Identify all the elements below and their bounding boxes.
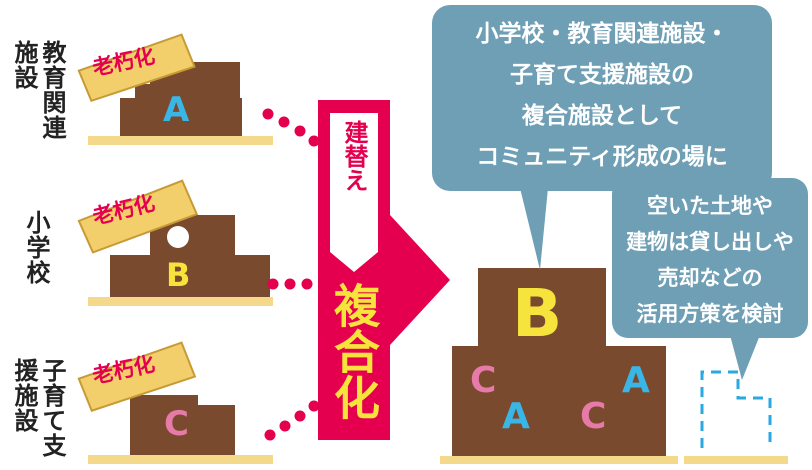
letter-a: A <box>163 90 190 130</box>
merge-arrow <box>318 100 450 440</box>
main-bubble-line-4: コミュニティ形成の場に <box>476 144 728 170</box>
facility-a-tag <box>77 33 196 103</box>
side-bubble <box>612 178 808 380</box>
merged-ground <box>440 456 678 464</box>
result-letter-c-left: C <box>470 360 497 401</box>
side-bubble-line-2: 建物は貸し出しや <box>626 230 794 254</box>
label-education-facility: 教育関連施設 <box>10 40 66 140</box>
main-bubble <box>432 5 772 270</box>
facility-c-tag <box>77 341 197 412</box>
label-childcare-facility: 子育て支援施設 <box>10 358 66 458</box>
label-elementary-school: 小学校 <box>22 210 50 285</box>
facility-b-building <box>88 215 273 306</box>
vacant-ground <box>684 456 788 464</box>
facility-c-ground <box>88 455 273 464</box>
connector-dots <box>262 108 320 441</box>
facility-a-building <box>88 62 273 145</box>
facility-c-building <box>88 395 273 464</box>
side-bubble-line-4: 活用方策を検討 <box>636 302 784 326</box>
result-letter-c-right: C <box>580 396 607 437</box>
vacant-lot <box>684 370 788 464</box>
facility-b-ground <box>88 297 273 306</box>
main-bubble-line-2: 子育て支援施設の <box>510 62 694 88</box>
side-bubble-line-1: 空いた土地や <box>647 194 773 218</box>
arrow-label-rebuild: 建替え <box>340 120 368 192</box>
result-letter-a-right: A <box>622 360 650 401</box>
letter-c: C <box>164 404 189 444</box>
facility-b-tag <box>77 179 199 254</box>
arrow-label-merge: 複合化 <box>327 282 381 420</box>
main-bubble-line-1: 小学校・教育関連施設・ <box>475 21 729 47</box>
main-bubble-text: 小学校・教育関連施設・ 子育て支援施設の 複合施設として コミュニティ形成の場に <box>436 14 768 178</box>
merged-building <box>440 268 678 464</box>
side-bubble-text: 空いた土地や 建物は貸し出しや 売却などの 活用方策を検討 <box>614 188 806 332</box>
letter-b: B <box>166 256 191 294</box>
side-bubble-line-3: 売却などの <box>657 266 763 290</box>
result-letter-a-mid: A <box>502 396 530 437</box>
main-bubble-line-3: 複合施設として <box>521 103 683 129</box>
facility-a-ground <box>88 136 273 145</box>
result-letter-b: B <box>512 275 563 352</box>
